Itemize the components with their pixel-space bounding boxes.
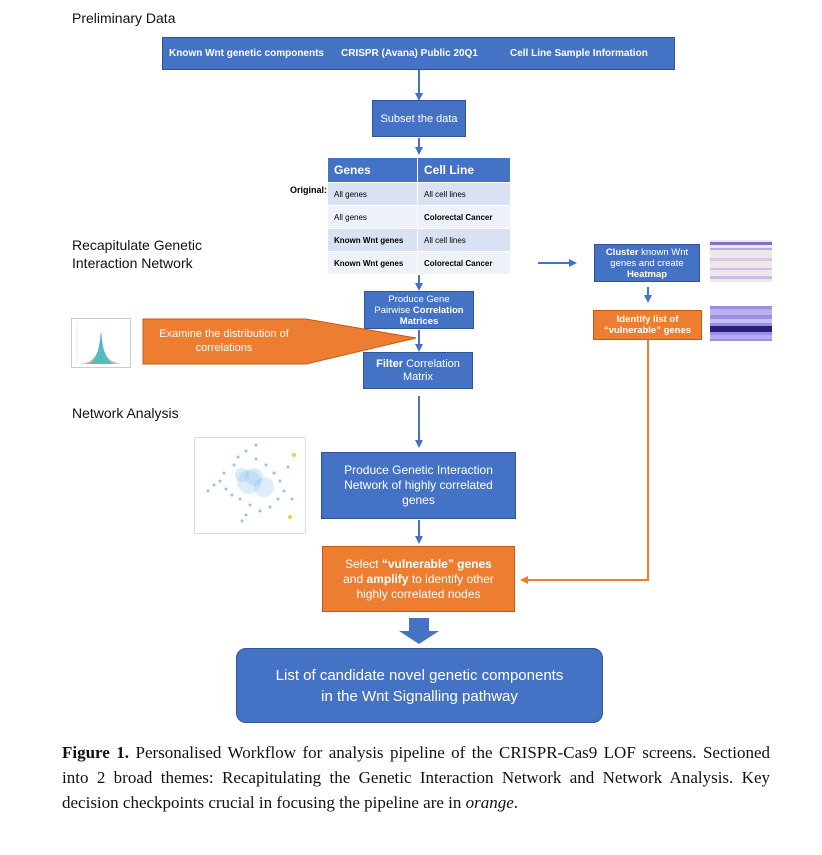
select-line1: Select “vulnerable” genes xyxy=(345,557,492,572)
examine-callout-text: Examine the distribution of correlations xyxy=(142,327,306,355)
produce-network-box: Produce Genetic Interaction Network of h… xyxy=(321,452,516,519)
select-pre-text: Select xyxy=(345,556,382,571)
cluster-line3: Heatmap xyxy=(626,268,668,280)
table-row: Known Wnt genes Colorectal Cancer xyxy=(327,251,511,275)
correlation-line3: Matrices xyxy=(399,315,439,327)
table-cell-cell-line: All cell lines xyxy=(417,182,511,206)
caption-end: . xyxy=(513,793,519,812)
network-graph-thumbnail xyxy=(194,437,306,534)
select-bold-text: “vulnerable” genes xyxy=(381,556,492,571)
source-wnt-components: Known Wnt genetic components xyxy=(169,48,324,59)
table-cell-cell-line: Colorectal Cancer xyxy=(417,251,511,275)
figure-caption: Figure 1. Personalised Workflow for anal… xyxy=(62,740,770,815)
cluster-rest-text: known Wnt xyxy=(638,246,689,258)
select-amplify-box: Select “vulnerable” genes and amplify to… xyxy=(322,546,515,612)
identify-line1: Identify list of xyxy=(616,314,679,325)
table-header-genes: Genes xyxy=(327,157,418,183)
produce-network-line1: Produce Genetic Interaction xyxy=(344,463,493,477)
correlation-line2: Pairwise Correlation xyxy=(374,305,463,316)
cluster-bold-text: Cluster xyxy=(605,246,639,258)
table-row: All genes All cell lines xyxy=(327,182,511,206)
cluster-line2: genes and create xyxy=(610,257,684,269)
identify-line2: “vulnerable” genes xyxy=(603,325,692,336)
select-line2: and amplify to identify other xyxy=(343,572,494,587)
examine-callout-shape xyxy=(142,318,417,365)
select-amplify-text: amplify xyxy=(366,571,409,586)
select-rest-text: to identify other xyxy=(408,571,494,586)
table-cell-genes: All genes xyxy=(327,182,418,206)
filter-bold-text: Filter xyxy=(376,357,404,370)
table-cell-genes: Known Wnt genes xyxy=(327,228,418,252)
table-cell-cell-line: All cell lines xyxy=(417,228,511,252)
table-cell-cell-line: Colorectal Cancer xyxy=(417,205,511,229)
correlation-mid-text: Pairwise xyxy=(374,304,413,316)
table-header-cell-line: Cell Line xyxy=(417,157,511,183)
select-and-text: and xyxy=(343,571,367,586)
heatmap-thumbnail-1 xyxy=(710,240,772,282)
identify-vulnerable-box: Identify list of “vulnerable” genes xyxy=(593,310,702,340)
filter-line2: Matrix xyxy=(403,370,433,383)
cluster-heatmap-box: Cluster known Wnt genes and create Heatm… xyxy=(594,244,700,282)
subset-table: Genes Cell Line All genes All cell lines… xyxy=(327,157,511,275)
source-crispr-avana: CRISPR (Avana) Public 20Q1 xyxy=(341,48,478,59)
heatmap-thumbnail-2 xyxy=(710,306,772,341)
final-line1: List of candidate novel genetic componen… xyxy=(275,666,564,684)
caption-emphasis: orange xyxy=(465,793,514,812)
source-cell-line-info: Cell Line Sample Information xyxy=(510,48,648,59)
orange-feedback-arrow xyxy=(520,340,649,584)
final-output-box: List of candidate novel genetic componen… xyxy=(236,648,603,723)
select-line3: highly correlated nodes xyxy=(356,586,481,601)
data-sources-bar: Known Wnt genetic components CRISPR (Ava… xyxy=(162,37,675,70)
final-line2: in the Wnt Signalling pathway xyxy=(321,687,518,705)
block-down-arrow xyxy=(399,618,439,644)
correlation-matrices-box: Produce Gene Pairwise Correlation Matric… xyxy=(364,291,474,329)
cluster-line1: Cluster known Wnt xyxy=(606,247,688,258)
table-cell-genes: All genes xyxy=(327,205,418,229)
section-title-recapitulate-line2: Interaction Network xyxy=(72,255,193,271)
section-title-preliminary: Preliminary Data xyxy=(72,10,176,26)
caption-text: Personalised Workflow for analysis pipel… xyxy=(62,743,770,812)
examine-line2: correlations xyxy=(195,342,253,354)
produce-network-line3: genes xyxy=(402,493,435,507)
filter-line1: Filter Correlation xyxy=(376,358,460,371)
correlation-line1: Produce Gene xyxy=(388,293,450,305)
filter-matrix-box: Filter Correlation Matrix xyxy=(363,352,473,389)
section-title-recapitulate: Recapitulate Genetic Interaction Network xyxy=(72,236,202,272)
section-title-network: Network Analysis xyxy=(72,405,179,421)
filter-rest-text: Correlation xyxy=(403,357,460,370)
table-row: Known Wnt genes All cell lines xyxy=(327,228,511,252)
table-row: All genes Colorectal Cancer xyxy=(327,205,511,229)
table-cell-genes: Known Wnt genes xyxy=(327,251,418,275)
correlation-bold-text: Correlation xyxy=(412,304,464,316)
original-row-label: Original: xyxy=(290,185,328,195)
caption-label: Figure 1. xyxy=(62,743,130,762)
distribution-histogram-thumbnail xyxy=(71,318,131,368)
section-title-recapitulate-line1: Recapitulate Genetic xyxy=(72,237,202,253)
subset-data-box: Subset the data xyxy=(372,100,466,137)
examine-line1: Examine the distribution of xyxy=(159,328,289,340)
produce-network-line2: Network of highly correlated xyxy=(344,478,493,492)
